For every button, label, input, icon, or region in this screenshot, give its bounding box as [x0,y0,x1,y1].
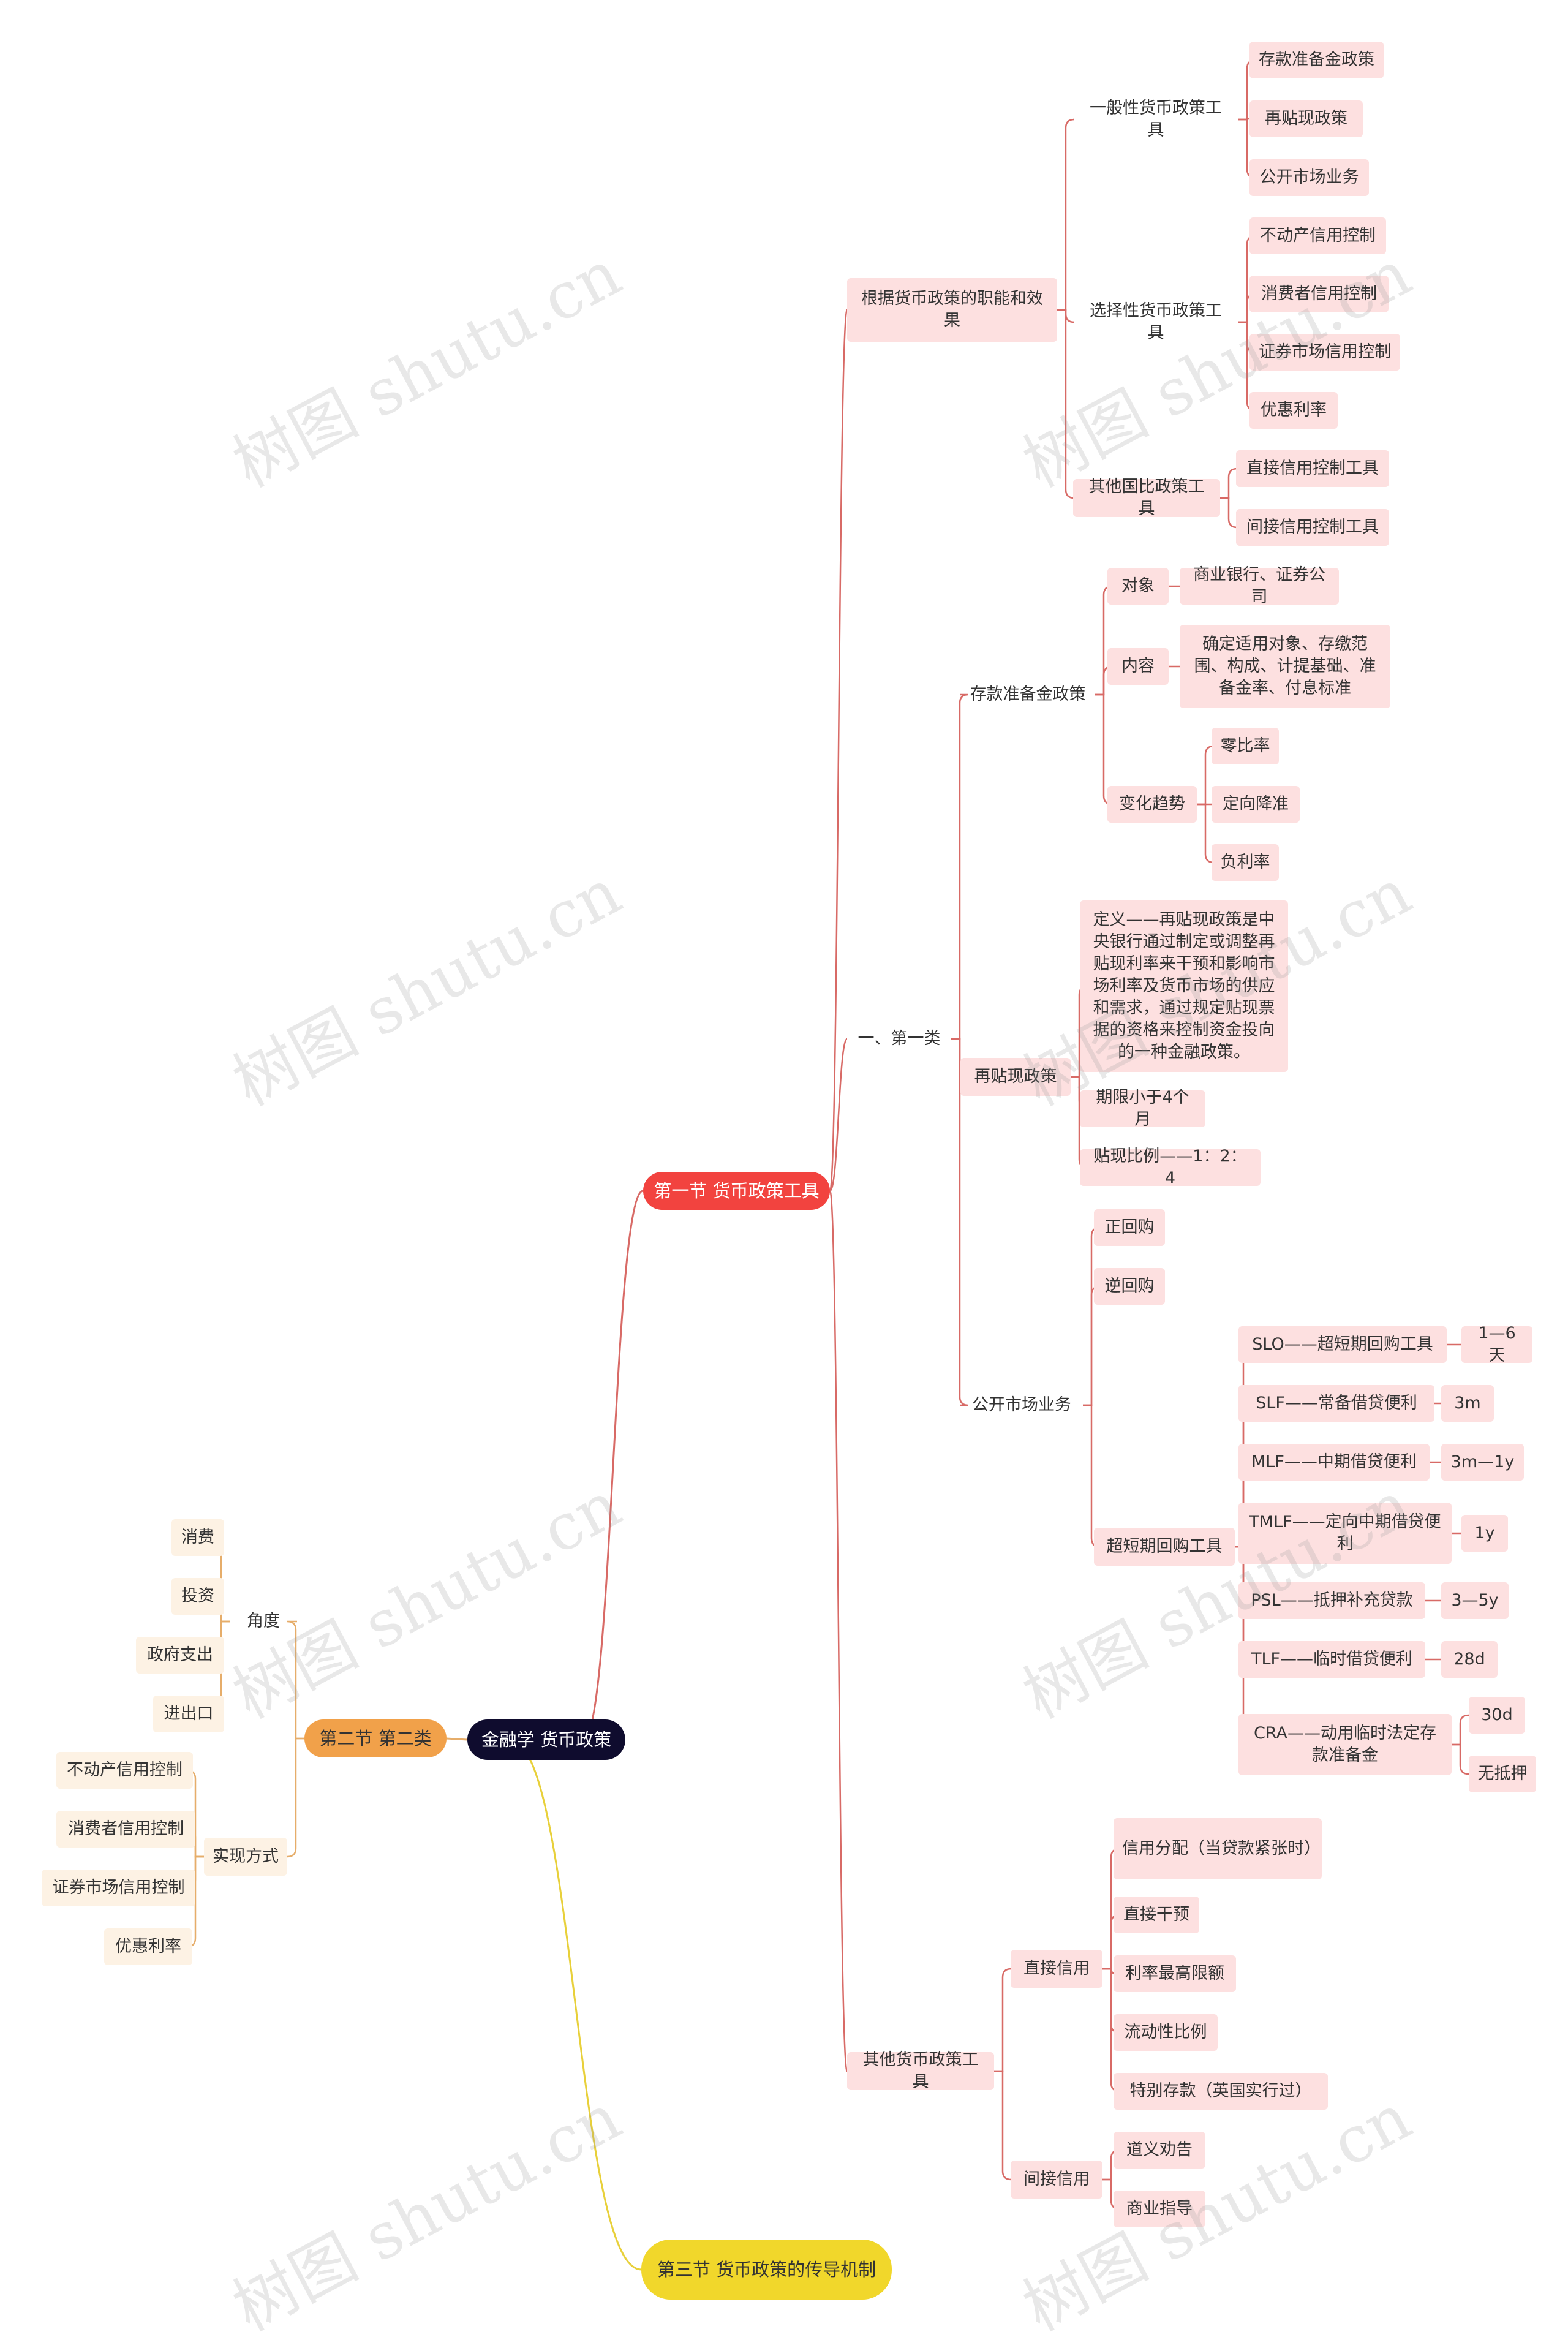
rediscount-policy-node: 再贴现政策 [960,1058,1071,1096]
section-2-node: 第二节 第二类 [304,1719,447,1757]
leaf-node: 利率最高限额 [1114,1955,1236,1992]
connector [446,1737,468,1741]
section-1-node: 第一节 货币政策工具 [643,1172,830,1210]
leaf-node: 3m [1441,1385,1494,1422]
leaf-node: 优惠利率 [1250,392,1338,429]
reserve-policy-node: 存款准备金政策 [970,685,1086,704]
leaf-node: 证券市场信用控制 [42,1870,195,1906]
other-tools-node: 其他国比政策工具 [1073,477,1220,518]
angle-node: 角度 [247,1612,280,1631]
leaf-node: 逆回购 [1094,1268,1165,1305]
leaf-node: 投资 [172,1578,224,1615]
connector [951,1038,969,1406]
short-term-tools-node: 超短期回购工具 [1094,1528,1235,1566]
leaf-node: 间接信用控制工具 [1236,509,1389,546]
connector [1452,1743,1469,1775]
leaf-node: 商业银行、证券公司 [1180,565,1339,606]
leaf-node: 进出口 [153,1696,224,1732]
tool-node: TMLF——定向中期借贷便利 [1238,1503,1452,1564]
leaf-node: 正回购 [1094,1209,1165,1246]
leaf-node: 证券市场信用控制 [1250,334,1400,371]
connector [829,309,848,1192]
tool-node: CRA——动用临时法定存款准备金 [1238,1714,1452,1775]
leaf-node: 消费者信用控制 [56,1811,195,1848]
leaf-node: 3m—1y [1441,1444,1524,1481]
connector [509,1738,642,2271]
connector [1452,1714,1469,1746]
leaf-node: 消费 [172,1519,224,1556]
leaf-node: 消费者信用控制 [1250,276,1389,312]
group-by-function-node: 根据货币政策的职能和效果 [847,278,1057,342]
direct-credit-node: 直接信用 [1011,1950,1102,1988]
leaf-node: 30d [1469,1697,1525,1734]
tool-node: MLF——中期借贷便利 [1238,1444,1430,1481]
leaf-node: 政府支出 [136,1637,224,1674]
connector [829,1190,848,2072]
leaf-node: 28d [1441,1641,1498,1678]
method-node: 实现方式 [204,1838,287,1876]
leaf-node: 特别存款（英国实行过） [1114,2073,1328,2110]
leaf-node: 公开市场业务 [1250,159,1369,196]
leaf-node: 道义劝告 [1114,2132,1205,2169]
tool-node: SLF——常备借贷便利 [1238,1385,1434,1422]
group-other-tools-node: 其他货币政策工具 [847,2050,994,2091]
leaf-node: 存款准备金政策 [1250,42,1384,78]
general-tools-node: 一般性货币政策工具 [1090,99,1222,140]
tool-node: TLF——临时借贷便利 [1238,1641,1425,1678]
leaf-node: 期限小于4个月 [1080,1088,1205,1129]
leaf-node: 直接干预 [1114,1897,1199,1933]
leaf-node: 负利率 [1212,844,1279,881]
leaf-node: 无抵押 [1469,1756,1536,1792]
leaf-node: 不动产信用控制 [56,1752,193,1789]
leaf-node: 3—5y [1441,1582,1509,1619]
tool-node: SLO——超短期回购工具 [1238,1326,1447,1363]
section-3-node: 第三节 货币政策的传导机制 [641,2240,892,2300]
leaf-node: 信用分配（当贷款紧张时） [1114,1818,1322,1879]
connector [1057,118,1075,311]
group-first-kind-node: 一、第一类 [858,1029,941,1048]
leaf-node: 确定适用对象、存缴范围、构成、计提基础、准备金率、付息标准 [1180,625,1390,708]
leaf-node: 商业指导 [1114,2191,1205,2227]
connector [582,1190,644,1741]
object-node: 对象 [1107,568,1169,605]
leaf-node: 不动产信用控制 [1250,217,1386,254]
tool-node: PSL——抵押补充贷款 [1238,1582,1425,1619]
root-node: 金融学 货币政策 [467,1719,625,1760]
leaf-node: 1y [1461,1515,1508,1552]
leaf-node: 流动性比例 [1114,2014,1218,2051]
connector [951,693,969,1040]
leaf-node: 定义——再贴现政策是中央银行通过制定或调整再贴现利率来干预和影响市场利率及货币市… [1080,900,1288,1072]
leaf-node: 再贴现政策 [1250,100,1363,137]
connector [287,1620,304,1740]
trend-node: 变化趋势 [1107,786,1197,823]
connector [829,1038,848,1192]
indirect-credit-node: 间接信用 [1011,2161,1102,2199]
selective-tools-node: 选择性货币政策工具 [1090,301,1222,342]
leaf-node: 零比率 [1212,728,1279,764]
connector [287,1737,304,1858]
leaf-node: 定向降准 [1212,786,1300,823]
leaf-node: 1—6天 [1461,1324,1532,1365]
open-market-node: 公开市场业务 [972,1395,1071,1414]
leaf-node: 优惠利率 [104,1928,192,1965]
leaf-node: 直接信用控制工具 [1236,450,1389,487]
content-node: 内容 [1107,648,1169,685]
leaf-node: 贴现比例——1：2：4 [1080,1147,1261,1188]
